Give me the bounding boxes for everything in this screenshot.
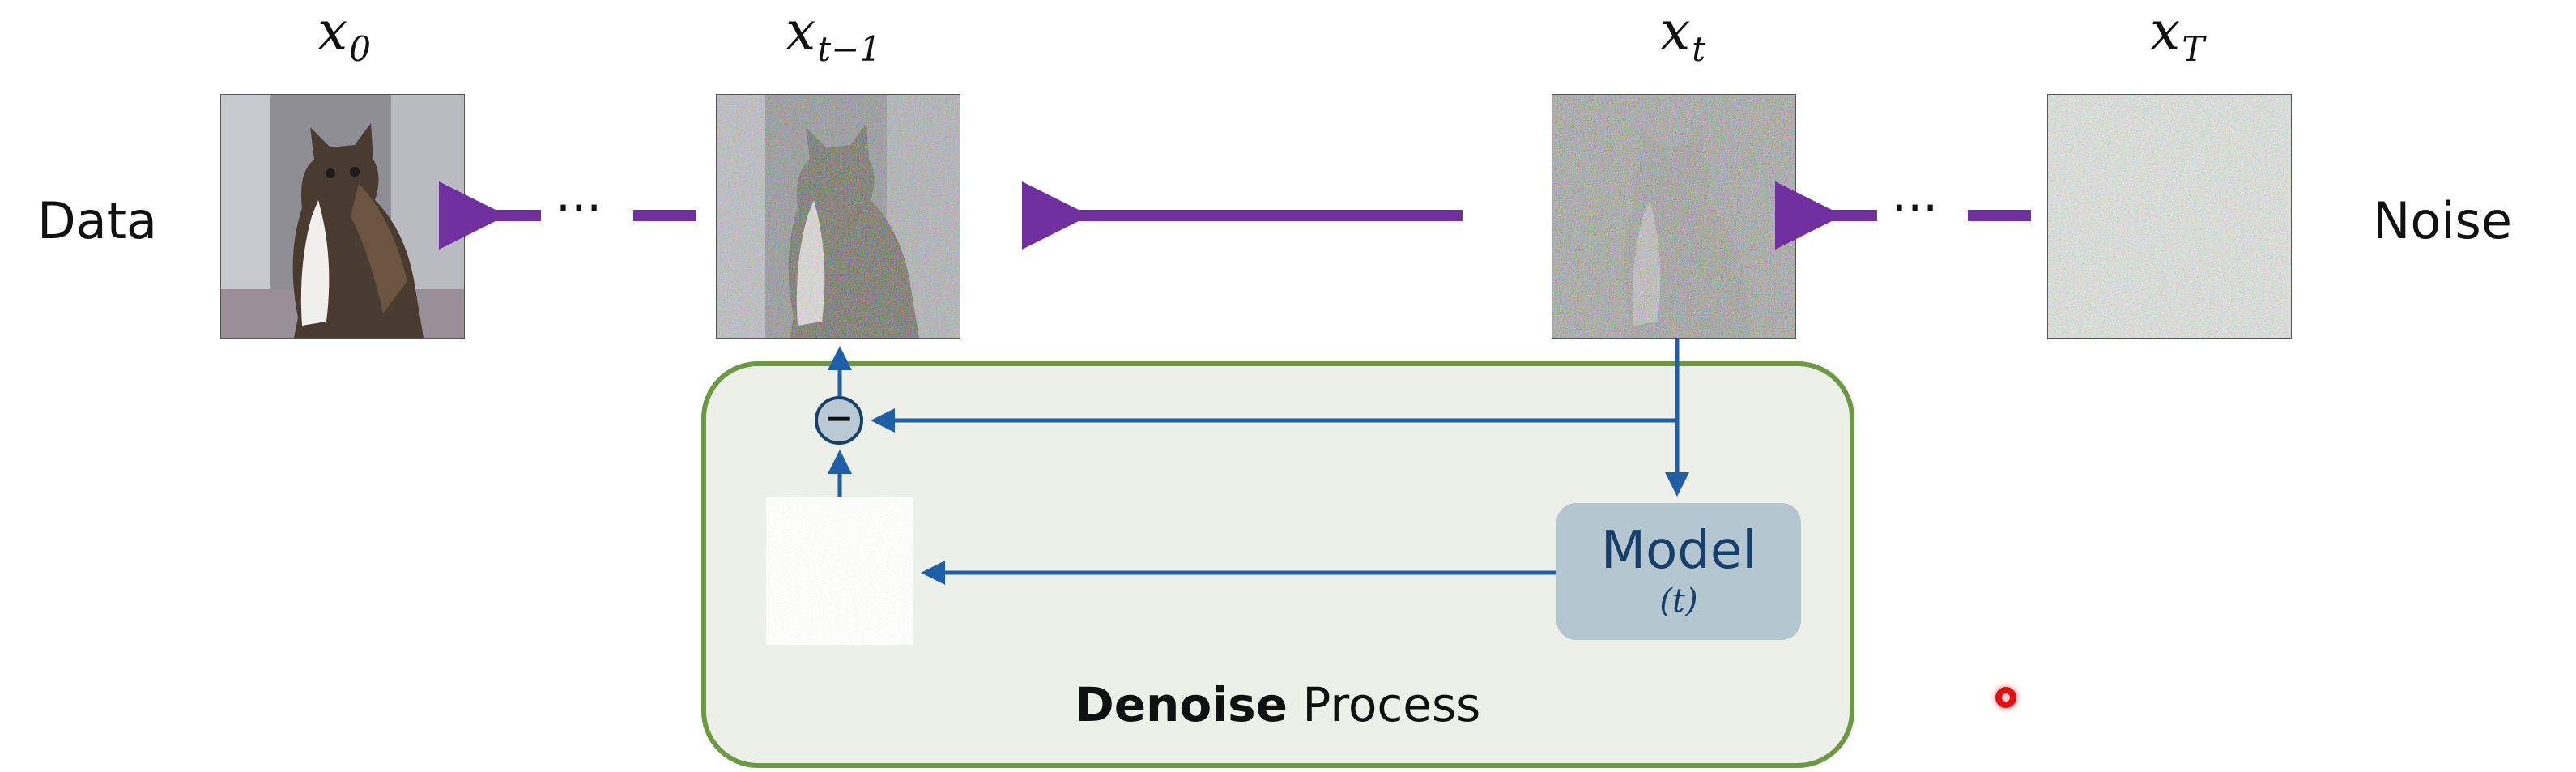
xt-label: xt — [1660, 0, 1706, 69]
ellipsis-right: ··· — [1892, 180, 1939, 237]
laser-pointer-dot — [1995, 687, 2016, 708]
predicted-noise-image — [766, 497, 913, 645]
pure-noise-image — [2047, 94, 2292, 339]
model-title: Model — [1600, 521, 1757, 581]
ellipsis-left: ··· — [556, 180, 602, 237]
denoise-process-label: Denoise Process — [1075, 677, 1481, 732]
noise-label: Noise — [2373, 191, 2512, 250]
model-box: Model (t) — [1556, 503, 1801, 640]
xT-label: xT — [2150, 0, 2205, 69]
data-label: Data — [37, 191, 158, 250]
subtract-node: − — [815, 396, 863, 445]
clean-cat-image — [220, 94, 465, 339]
x0-label: x0 — [317, 0, 371, 69]
model-param: (t) — [1659, 582, 1698, 620]
noisy-cat-image — [716, 94, 960, 339]
xt-minus-1-label: xt−1 — [786, 0, 882, 69]
very-noisy-cat-image — [1552, 94, 1796, 339]
